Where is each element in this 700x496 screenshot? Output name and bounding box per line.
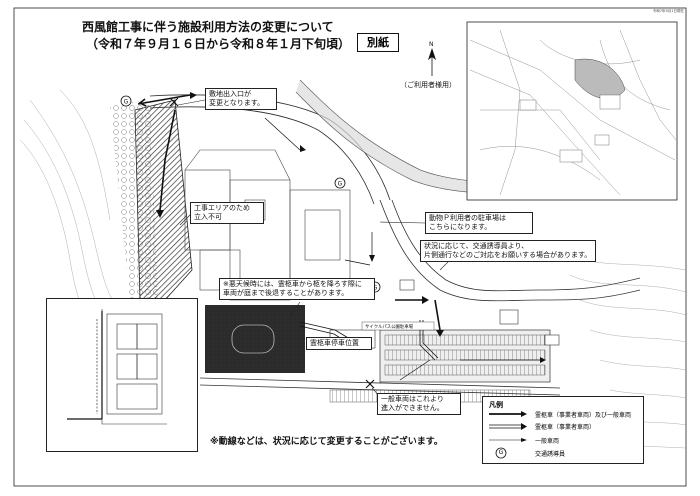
legend-symbols	[489, 411, 527, 459]
route-general	[264, 117, 540, 381]
legend-item-hearse: 霊柩車（事業者車両）	[535, 424, 596, 431]
floor-plan	[67, 309, 167, 425]
callout-construction: 工事エリアのため 立入不可	[190, 202, 264, 224]
inset-site	[574, 58, 626, 99]
locator-inset	[466, 21, 678, 201]
callout-no-entry: 一般車両はこれより 進入ができません。	[377, 393, 461, 415]
north-label: N	[429, 41, 434, 48]
svg-text:G: G	[124, 99, 129, 106]
attachment-badge: 別紙	[357, 33, 399, 52]
svg-text:G: G	[373, 285, 378, 292]
top-right-note: 令和7年9月1日現在	[652, 9, 684, 13]
page-period: （令和７年９月１６日から令和８年１月下旬頃）	[86, 37, 351, 51]
side-buildings	[399, 279, 560, 346]
lower-road	[379, 199, 641, 302]
closure-marks	[169, 97, 375, 389]
callout-rain-note: ※悪天候時には、霊柩車から柩を降ろす際に 車両が庭まで後退することがあります。	[219, 278, 375, 300]
footer-note: ※動線などは、状況に応じて変更することがございます。	[210, 437, 443, 447]
floor-inset	[46, 298, 198, 452]
guide-marker-labels: G G G	[124, 99, 378, 292]
page-title: 西風館工事に伴う施設利用方法の変更について	[82, 20, 334, 34]
building-outlines	[184, 149, 351, 301]
legend-item-both: 霊柩車（事業者車両）及び一般車両	[535, 412, 632, 419]
construction-zone	[134, 99, 193, 301]
parking-stalls-row2	[384, 349, 546, 361]
legend-item-guide: 交通誘導員	[535, 451, 566, 458]
svg-text:G: G	[338, 181, 343, 188]
legend: 凡例 G 霊柩車（事業者車両）及び一般車両 霊柩車（事業者車両） 一般車両 交通…	[482, 396, 644, 464]
callout-traffic-guide: 状況に応じて、交通誘導員より、 片側通行などのご対応をお願いする場合があります。	[420, 240, 596, 262]
zoo-parking-label: サイクルパス公園駐車場	[365, 323, 414, 330]
route-arrowheads	[156, 92, 444, 337]
callout-hearse-stop: 霊柩車停車位置	[306, 337, 372, 350]
legend-title: 凡例	[489, 401, 503, 409]
callout-entrance: 敷地出入口が 変更となります。	[205, 88, 277, 110]
parking-stalls-row3	[384, 364, 546, 376]
callout-zoo-parking: 動物Ｐ利用者の駐車場は こちらになります。	[425, 212, 533, 234]
parking-stalls-row1	[384, 334, 546, 346]
north-arrow	[428, 48, 436, 76]
legend-guide-symbol: G	[498, 449, 504, 456]
map-frame	[13, 7, 687, 487]
route-hearse-general	[137, 94, 441, 331]
inset-roads	[469, 29, 677, 196]
user-subtitle: （ご利用者様用）	[400, 81, 456, 89]
legend-item-general: 一般車両	[535, 438, 560, 445]
